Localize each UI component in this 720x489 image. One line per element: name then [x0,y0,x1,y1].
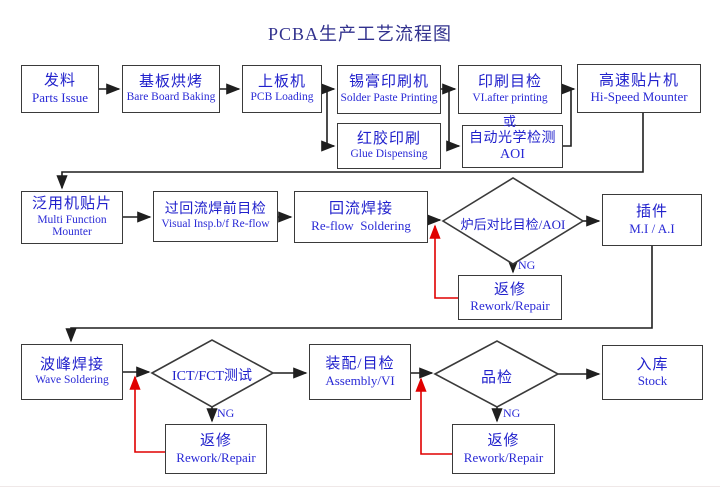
ng-label-3: NG [503,406,521,420]
node-rework-3-zh: 返修 [487,433,520,450]
node-solder-paste-printing-zh: 锡膏印刷机 [348,74,429,91]
node-solder-paste-printing: 锡膏印刷机 Solder Paste Printing [337,65,441,114]
node-stock-en: Stock [637,373,668,389]
node-vi-after-printing-zh: 印刷目检 [477,74,542,91]
node-reflow-soldering: 回流焊接 Re-flow Soldering [294,191,428,243]
node-rework-1: 返修 Rework/Repair [458,275,562,320]
node-rework-3-en: Rework/Repair [463,449,544,465]
node-glue-dispensing-zh: 红胶印刷 [356,130,421,147]
or-label: 或 [503,114,517,129]
node-assembly-vi-en: Assembly/VI [325,372,395,388]
node-pcb-loading-en: PCB Loading [250,91,314,104]
node-pcb-loading-zh: 上板机 [257,73,306,90]
node-glue-dispensing: 红胶印刷 Glue Dispensing [337,123,441,169]
node-rework-2: 返修 Rework/Repair [165,424,267,474]
node-vi-after-printing-en: VI.after printing [472,91,548,104]
node-multi-function-mounter-en1: Multi Function [37,213,107,226]
node-wave-soldering-zh: 波峰焊接 [39,356,104,373]
node-multi-function-mounter: 泛用机贴片 Multi Function Mounter [21,191,123,244]
node-mi-ai: 插件 M.I / A.I [602,194,702,246]
node-hi-speed-mounter-zh: 高速贴片机 [598,72,679,89]
red-feedback-lines [129,224,458,455]
node-assembly-vi: 装配/目检 Assembly/VI [309,344,411,400]
scan-artifact-line [0,486,720,487]
node-multi-function-mounter-en2: Mounter [52,226,92,239]
node-vi-after-printing: 印刷目检 VI.after printing [458,65,562,114]
node-visual-insp-zh: 过回流焊前目检 [164,201,267,217]
node-aoi-zh: 自动光学检测 [469,130,556,146]
node-parts-issue-zh: 发料 [43,73,76,90]
page-title: PCBA生产工艺流程图 [267,24,453,44]
diamond-label-post-reflow-check: 炉后对比目检/AOI [460,217,566,232]
node-stock: 入库 Stock [602,345,703,400]
ng-label-1: NG [518,258,536,272]
node-multi-function-mounter-zh: 泛用机贴片 [31,196,112,213]
node-stock-zh: 入库 [636,356,669,373]
node-reflow-soldering-en: Re-flow Soldering [311,217,411,233]
node-wave-soldering-en: Wave Soldering [35,374,109,387]
node-rework-2-en: Rework/Repair [176,449,256,465]
node-hi-speed-mounter-en: Hi-Speed Mounter [590,89,688,105]
node-bare-board-baking-en: Bare Board Baking [126,91,216,104]
node-pcb-loading: 上板机 PCB Loading [242,65,322,113]
ng-label-2: NG [217,406,235,420]
node-bare-board-baking-zh: 基板烘烤 [138,73,203,90]
diamond-label-quality-check: 品检 [480,370,513,386]
diamond-label-ict-fct-test: ICT/FCT测试 [171,369,253,384]
node-hi-speed-mounter: 高速贴片机 Hi-Speed Mounter [577,64,701,113]
node-rework-3: 返修 Rework/Repair [452,424,555,474]
node-parts-issue: 发料 Parts Issue [21,65,99,113]
node-aoi: 自动光学检测 AOI [462,125,563,168]
node-visual-insp: 过回流焊前目检 Visual Insp.b/f Re-flow [153,191,278,242]
node-mi-ai-en: M.I / A.I [629,220,675,236]
node-parts-issue-en: Parts Issue [32,89,88,105]
node-bare-board-baking: 基板烘烤 Bare Board Baking [122,65,220,113]
node-visual-insp-en: Visual Insp.b/f Re-flow [161,218,270,231]
node-mi-ai-zh: 插件 [635,204,668,221]
node-solder-paste-printing-en: Solder Paste Printing [340,91,438,104]
node-glue-dispensing-en: Glue Dispensing [350,148,428,161]
node-wave-soldering: 波峰焊接 Wave Soldering [21,344,123,400]
node-rework-2-zh: 返修 [199,433,232,450]
node-aoi-en: AOI [500,147,525,162]
node-assembly-vi-zh: 装配/目检 [325,356,395,373]
node-reflow-soldering-zh: 回流焊接 [328,201,393,218]
node-rework-1-zh: 返修 [493,281,526,298]
node-rework-1-en: Rework/Repair [470,298,550,314]
